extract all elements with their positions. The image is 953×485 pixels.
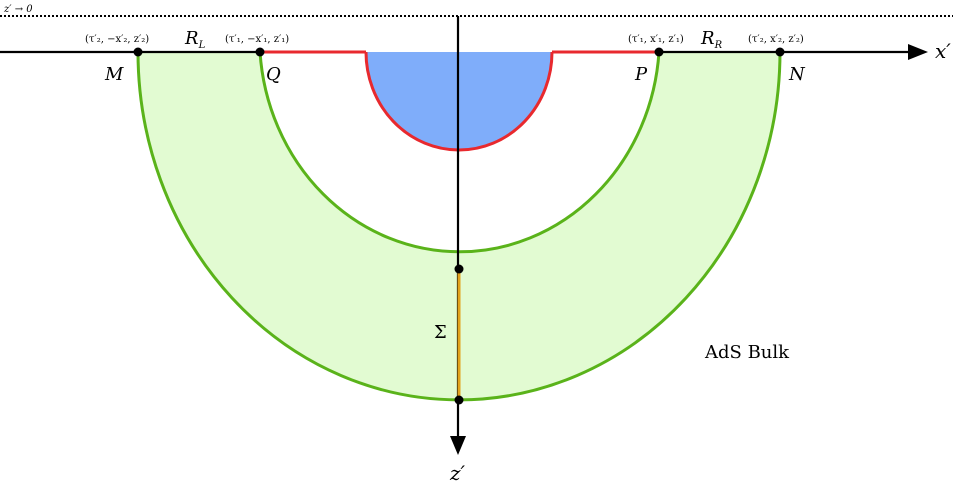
point-M-dot [133,47,143,57]
z-axis-arrowhead [450,436,466,455]
region-left-label: RL [184,28,206,51]
x-axis-arrowhead [908,44,928,60]
point-P-label: P [634,64,648,85]
inner-geodesic [258,51,661,254]
point-Q-dot [255,47,265,57]
outer-tip-dot [454,395,464,405]
entanglement-wedge-annulus [138,52,780,400]
point-N-dot [775,47,785,57]
point-Q-coords: (τ′₁, −x′₁, z′₁) [225,34,289,45]
ads-bulk-label: AdS Bulk [704,342,790,363]
point-P-dot [654,47,664,57]
point-N-coords: (τ′₂, x′₂, z′₂) [748,34,804,45]
x-axis-label: x′ [935,39,951,63]
point-N-label: N [788,64,806,85]
sigma-label: Σ [434,322,447,343]
point-P-coords: (τ′₁, x′₁, z′₁) [628,34,684,45]
point-M-label: M [104,64,124,85]
point-Q-label: Q [266,64,281,85]
boundary-label: z′ → 0 [3,4,33,15]
inner-tip-dot [454,264,464,274]
point-M-coords: (τ′₂, −x′₂, z′₂) [85,34,149,45]
region-right-label: RR [700,28,723,51]
z-axis-label: z′ [449,461,466,485]
